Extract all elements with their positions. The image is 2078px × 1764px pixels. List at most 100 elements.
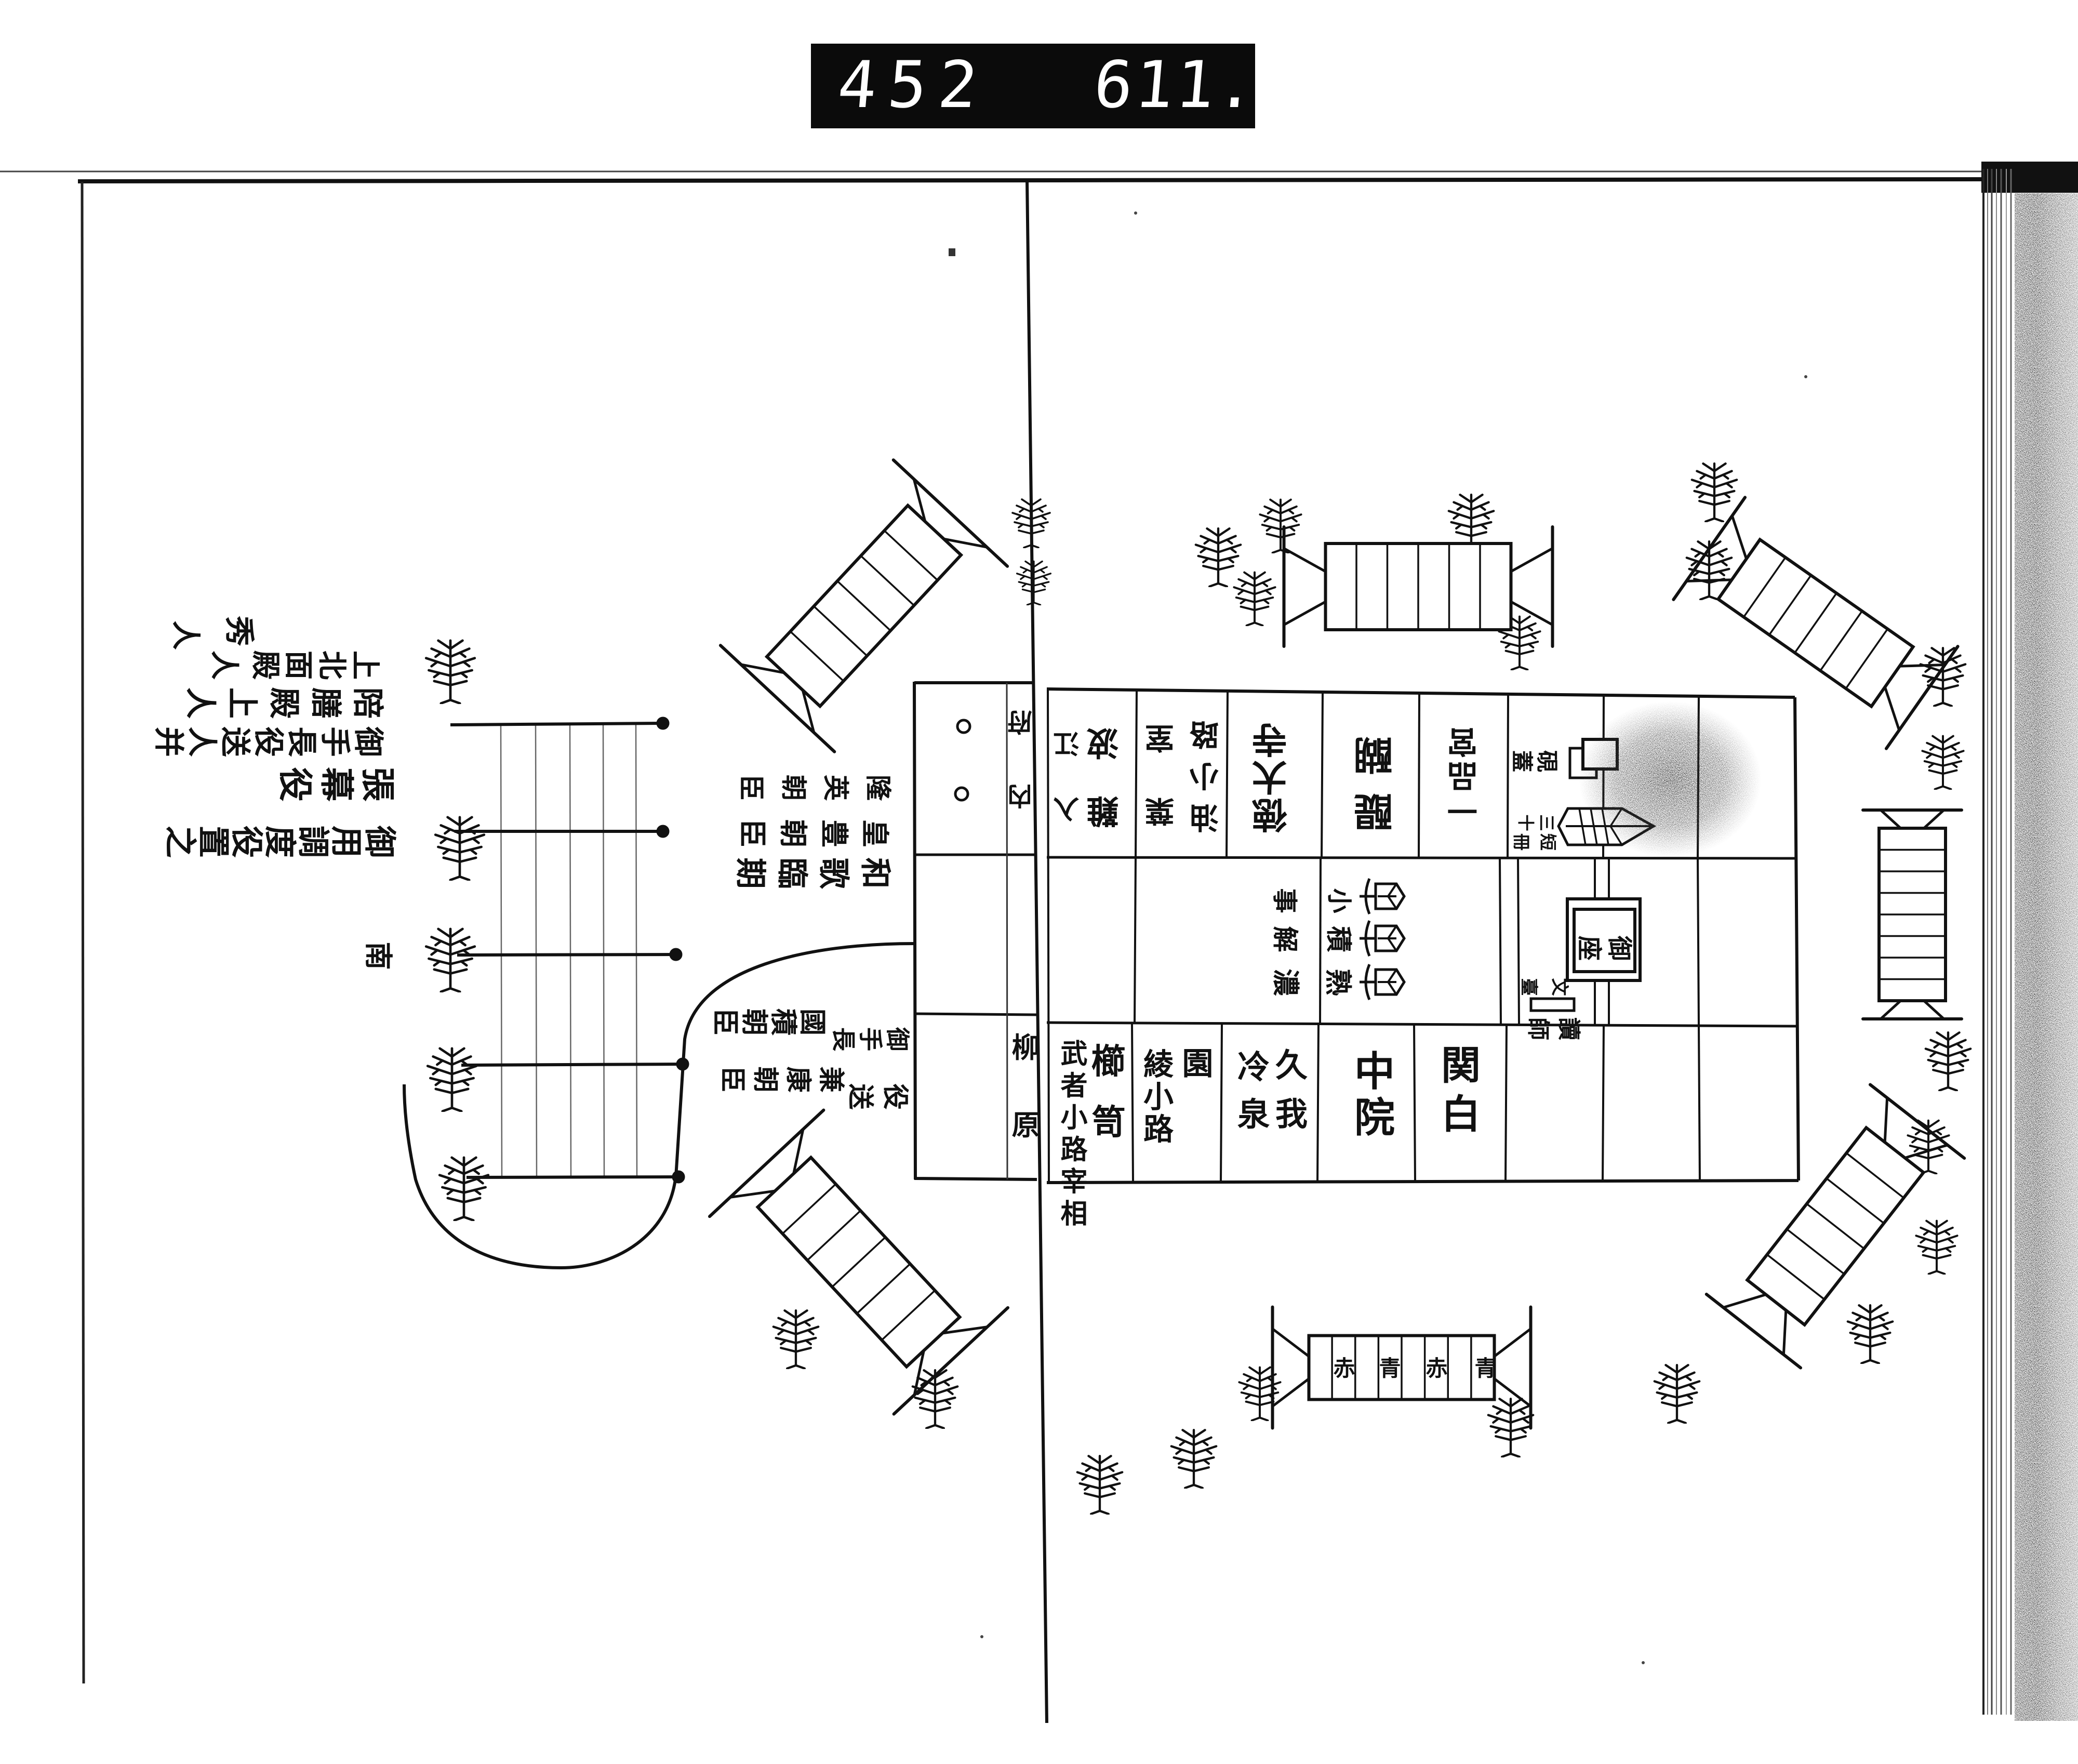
screen-panel-label: 青	[1471, 1347, 1497, 1388]
direction-label: 南	[357, 937, 402, 970]
note-line-text: 上北面殿	[252, 645, 381, 680]
center-fold-line	[1025, 179, 1048, 1723]
pine-tree-icon	[913, 1370, 957, 1428]
note-line: 秀	[221, 611, 259, 646]
seat-label: 醍醐	[1354, 736, 1399, 831]
annotation-text: 隆英朝臣	[739, 771, 892, 801]
ink-speck	[949, 248, 955, 256]
slips-label-text: 三十	[1518, 812, 1555, 831]
bench-northwest	[718, 458, 1009, 753]
annotation-line: 隆英朝臣	[739, 771, 892, 801]
bench-slat	[1786, 1228, 1845, 1275]
table-column-divider	[1047, 688, 1050, 1183]
stand-icon	[1360, 920, 1406, 957]
note-line-text: 人	[211, 645, 240, 680]
annotation-name-text: 兼康朝臣	[721, 1062, 845, 1093]
enclosure-curve	[403, 942, 915, 1270]
note-line-text: 陪膳殿上人	[186, 682, 384, 718]
archive-number-right: 611.	[1090, 48, 1261, 123]
seat-label-text: 関白	[1434, 1044, 1481, 1133]
page-frame	[0, 162, 2078, 1723]
note-line: 陪膳殿上人	[186, 681, 384, 718]
bench-end-post	[1704, 1292, 1803, 1370]
pine-tree-icon	[1196, 528, 1241, 587]
note-line-text: 御手長役送人并	[155, 721, 384, 757]
pine-tree-icon	[1238, 1366, 1282, 1421]
seat-label: 櫛笥	[1086, 1043, 1126, 1138]
curtain-fence	[450, 717, 689, 1184]
bench-southwest	[708, 1108, 1010, 1416]
seat-label: 武者小路宰相	[1056, 1039, 1087, 1226]
annotation-line: 和歌臨期	[736, 852, 892, 888]
annotation-role: 役送	[848, 1079, 909, 1110]
ink-speck	[1642, 1661, 1645, 1664]
bench-brace	[1880, 1000, 1902, 1020]
pine-tree-icon	[1077, 1456, 1122, 1514]
annotation-name: 兼康朝臣	[721, 1062, 845, 1093]
pine-tree-icon	[1915, 1219, 1959, 1275]
table-border	[913, 681, 1800, 1184]
note-line: 御手長役送人并	[155, 720, 384, 757]
archive-number-left: 452	[834, 48, 992, 123]
bench-slat	[1806, 1203, 1865, 1250]
desk-label-text: 文臺	[1521, 975, 1569, 996]
bench-slat	[884, 529, 938, 581]
pine-tree-icon	[435, 817, 484, 880]
reader-label-text: 讀師	[1527, 1013, 1581, 1040]
fence-rope	[461, 1063, 683, 1067]
seat-label-text: 櫛笥	[1086, 1043, 1126, 1138]
bench-slat	[790, 631, 844, 682]
screen-panel-label: 赤	[1422, 1347, 1448, 1388]
fence-rope	[450, 722, 663, 726]
bench-brace	[1283, 600, 1326, 626]
reader-label: 讀師	[1527, 1013, 1581, 1040]
fence-post-dot	[656, 825, 670, 838]
seat-label: 葉室	[1144, 724, 1179, 826]
bench-slat	[881, 1290, 936, 1341]
seat-label-text: 柳原	[1007, 1032, 1040, 1138]
bench-brace	[1493, 1328, 1532, 1358]
screen-panel-label: 青	[1376, 1347, 1401, 1388]
seat-label: 徳大寺	[1252, 722, 1294, 833]
seat-label: 関白	[1434, 1044, 1481, 1133]
slips-label: 三十	[1518, 812, 1555, 831]
book-edge-shadow	[2015, 193, 2078, 1721]
bench-end-post	[892, 1306, 1010, 1416]
pine-tree-icon	[1259, 498, 1302, 553]
middle-row-dividers	[1134, 857, 1700, 1026]
annotation-text: 皇豊朝臣	[739, 814, 890, 847]
desk-label: 文臺	[1521, 975, 1569, 996]
stand-label: 熟濃	[1273, 964, 1352, 996]
note-line: 御用調度役置之	[165, 816, 397, 861]
seat-label: 難波	[1086, 727, 1124, 828]
bench-end-post	[718, 644, 836, 753]
annotation-text: 和歌臨期	[736, 852, 892, 888]
screen-south	[1271, 1305, 1533, 1430]
seat-marker-circle	[956, 719, 971, 734]
screen-panel-label-text: 赤	[1330, 1357, 1355, 1378]
pine-tree-icon	[1926, 1032, 1970, 1091]
page-stack-edges	[1982, 169, 2012, 1715]
inkstone-label: 硯蓋	[1512, 743, 1558, 776]
bench-end-post	[1884, 645, 1960, 750]
annotation-line: 皇豊朝臣	[739, 814, 890, 847]
fence-uprights	[500, 723, 638, 1177]
bottom-row-dividers	[1131, 1023, 1701, 1183]
bench-brace	[1923, 809, 1945, 829]
pine-tree-icon	[426, 929, 475, 992]
pine-tree-icon	[1921, 735, 1965, 790]
seat-label-text: 徳大寺	[1252, 722, 1294, 833]
annotation-role-text: 御手長	[832, 1024, 910, 1052]
seat-label-text: 油小路	[1189, 721, 1223, 833]
seat-label-text: 一品宮	[1447, 727, 1483, 826]
screen-panel-label-text: 青	[1376, 1357, 1401, 1378]
bench-brace	[1510, 547, 1553, 573]
bench-slat	[856, 1263, 911, 1315]
bench-brace	[1730, 515, 1748, 560]
seat-label: 油小路	[1189, 721, 1223, 833]
bench-northeast	[1672, 496, 1960, 750]
bench-east	[1861, 808, 1963, 1020]
writing-desk-icon	[1529, 997, 1576, 1012]
pine-tree-icon	[439, 1158, 488, 1221]
